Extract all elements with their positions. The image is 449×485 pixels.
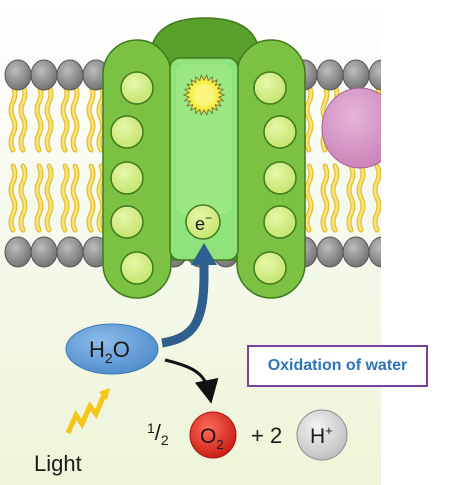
- chlorophyll-subunits: [110, 71, 297, 285]
- plus-two-label: + 2: [251, 423, 282, 448]
- chlorophyll-ball: [263, 205, 297, 239]
- electron-circle: [185, 204, 221, 240]
- lipid-tail-highlight: [357, 164, 365, 232]
- lipid-head: [56, 59, 84, 91]
- blue-arrowhead-icon: [191, 243, 217, 265]
- right-margin: [381, 0, 449, 485]
- lipid-head: [342, 59, 370, 91]
- chlorophyll-ball: [263, 161, 297, 195]
- lipid-tail-highlight: [61, 164, 69, 232]
- water-molecule: [65, 323, 159, 375]
- lipid-tail-highlight: [9, 84, 17, 152]
- chlorophyll-ball: [110, 115, 144, 149]
- lipid-head: [56, 236, 84, 268]
- chlorophyll-ball: [120, 71, 154, 105]
- lipid-tail-highlight: [45, 164, 53, 232]
- light-label: Light: [34, 451, 82, 476]
- lipid-head: [316, 236, 344, 268]
- lipid-tail-highlight: [331, 164, 339, 232]
- lipid-head: [342, 236, 370, 268]
- pigment-center: [193, 84, 215, 106]
- lipid-tail-highlight: [71, 164, 79, 232]
- lipid-tail-highlight: [373, 164, 381, 232]
- lipid-head: [30, 59, 58, 91]
- lipid-tail-highlight: [305, 84, 313, 152]
- lipid-tail-highlight: [19, 164, 27, 232]
- lipid-head: [4, 236, 32, 268]
- lipid-head: [30, 236, 58, 268]
- oxygen-label: O2: [200, 425, 224, 452]
- lipid-tail-highlight: [347, 164, 355, 232]
- chlorophyll-ball: [253, 71, 287, 105]
- proton-label: H+: [310, 423, 333, 448]
- oxidation-callout: Oxidation of water: [247, 345, 428, 387]
- lipid-tail-highlight: [61, 84, 69, 152]
- electron-transfer-arrow: [161, 262, 209, 348]
- lipid-tail-highlight: [305, 164, 313, 232]
- lipid-tail-highlight: [71, 84, 79, 152]
- lipid-head: [4, 59, 32, 91]
- lipid-tail-highlight: [45, 84, 53, 152]
- lipid-tail-highlight: [87, 164, 95, 232]
- light-arrowhead-icon: [99, 388, 110, 400]
- lipid-tail-highlight: [19, 84, 27, 152]
- chlorophyll-ball: [263, 115, 297, 149]
- chlorophyll-ball: [110, 205, 144, 239]
- chlorophyll-ball: [110, 161, 144, 195]
- lipid-tail-highlight: [9, 164, 17, 232]
- chlorophyll-ball: [253, 251, 287, 285]
- lipid-tail-highlight: [35, 84, 43, 152]
- half-fraction: 1/2: [147, 420, 169, 448]
- lipid-tail-highlight: [321, 164, 329, 232]
- lipid-tail-highlight: [35, 164, 43, 232]
- proton: [296, 409, 348, 461]
- water-label: H2O: [89, 337, 130, 366]
- light-bolt-icon: [65, 394, 107, 435]
- chlorophyll-ball: [120, 251, 154, 285]
- oxygen-molecule: [189, 411, 237, 459]
- photosystem-complex: e−: [102, 17, 306, 299]
- electron-label: e−: [195, 211, 212, 234]
- oxidation-arrow: [164, 358, 219, 404]
- lipid-head: [316, 59, 344, 91]
- lipid-tail-highlight: [87, 84, 95, 152]
